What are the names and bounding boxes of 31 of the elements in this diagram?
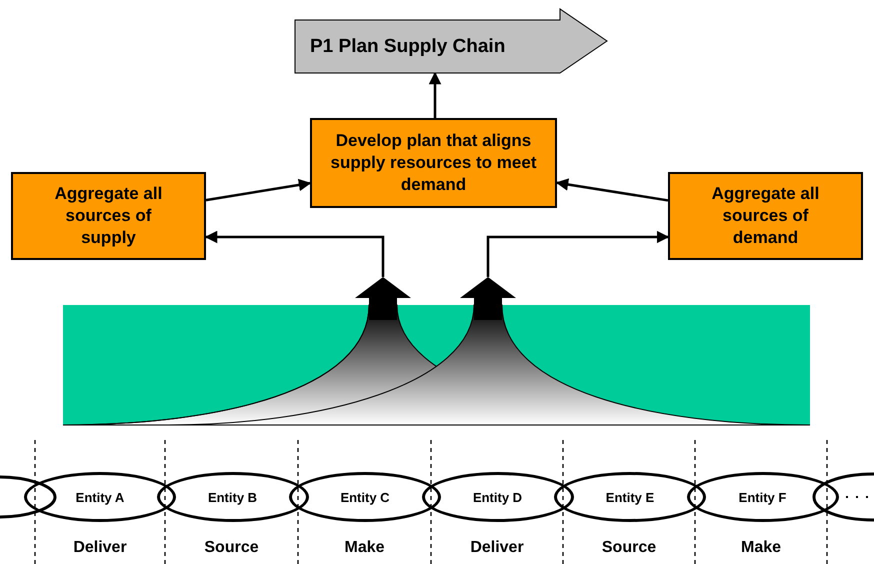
chain-link [24, 472, 176, 522]
box-text: Develop plan that aligns supply resources to meet demand [330, 130, 538, 196]
box-text: Aggregate all sources of demand [710, 182, 820, 250]
stage-label: Deliver [72, 539, 128, 557]
arrow [206, 178, 312, 202]
box-text: Aggregate all sources of supply [54, 182, 164, 250]
entity-text: Entity E [606, 490, 654, 504]
heading-text: P1 Plan Supply Chain [310, 36, 506, 58]
stage-label: Source [600, 539, 658, 557]
chain-link [156, 472, 308, 522]
process-box [668, 172, 863, 260]
stage-label: Make [740, 539, 782, 557]
entity-text: Entity B [208, 490, 258, 504]
stage-label: Source [203, 539, 260, 557]
arrow [204, 230, 384, 277]
arrow [428, 72, 442, 118]
chain-link [554, 472, 706, 522]
process-box [11, 172, 206, 260]
entity-text: Entity D [472, 490, 522, 504]
stage-label: Make [343, 539, 386, 557]
arrow-shape [294, 8, 608, 74]
arrow [556, 178, 668, 202]
stage-label: Deliver [469, 539, 525, 557]
chain-link [686, 472, 838, 522]
arrow [486, 230, 670, 277]
chain-link [289, 472, 441, 522]
entity-text: Entity C [340, 490, 390, 504]
entity-text: Entity F [738, 490, 786, 504]
chain-link [422, 472, 574, 522]
entity-text: Entity A [76, 490, 124, 504]
process-box [310, 118, 557, 208]
